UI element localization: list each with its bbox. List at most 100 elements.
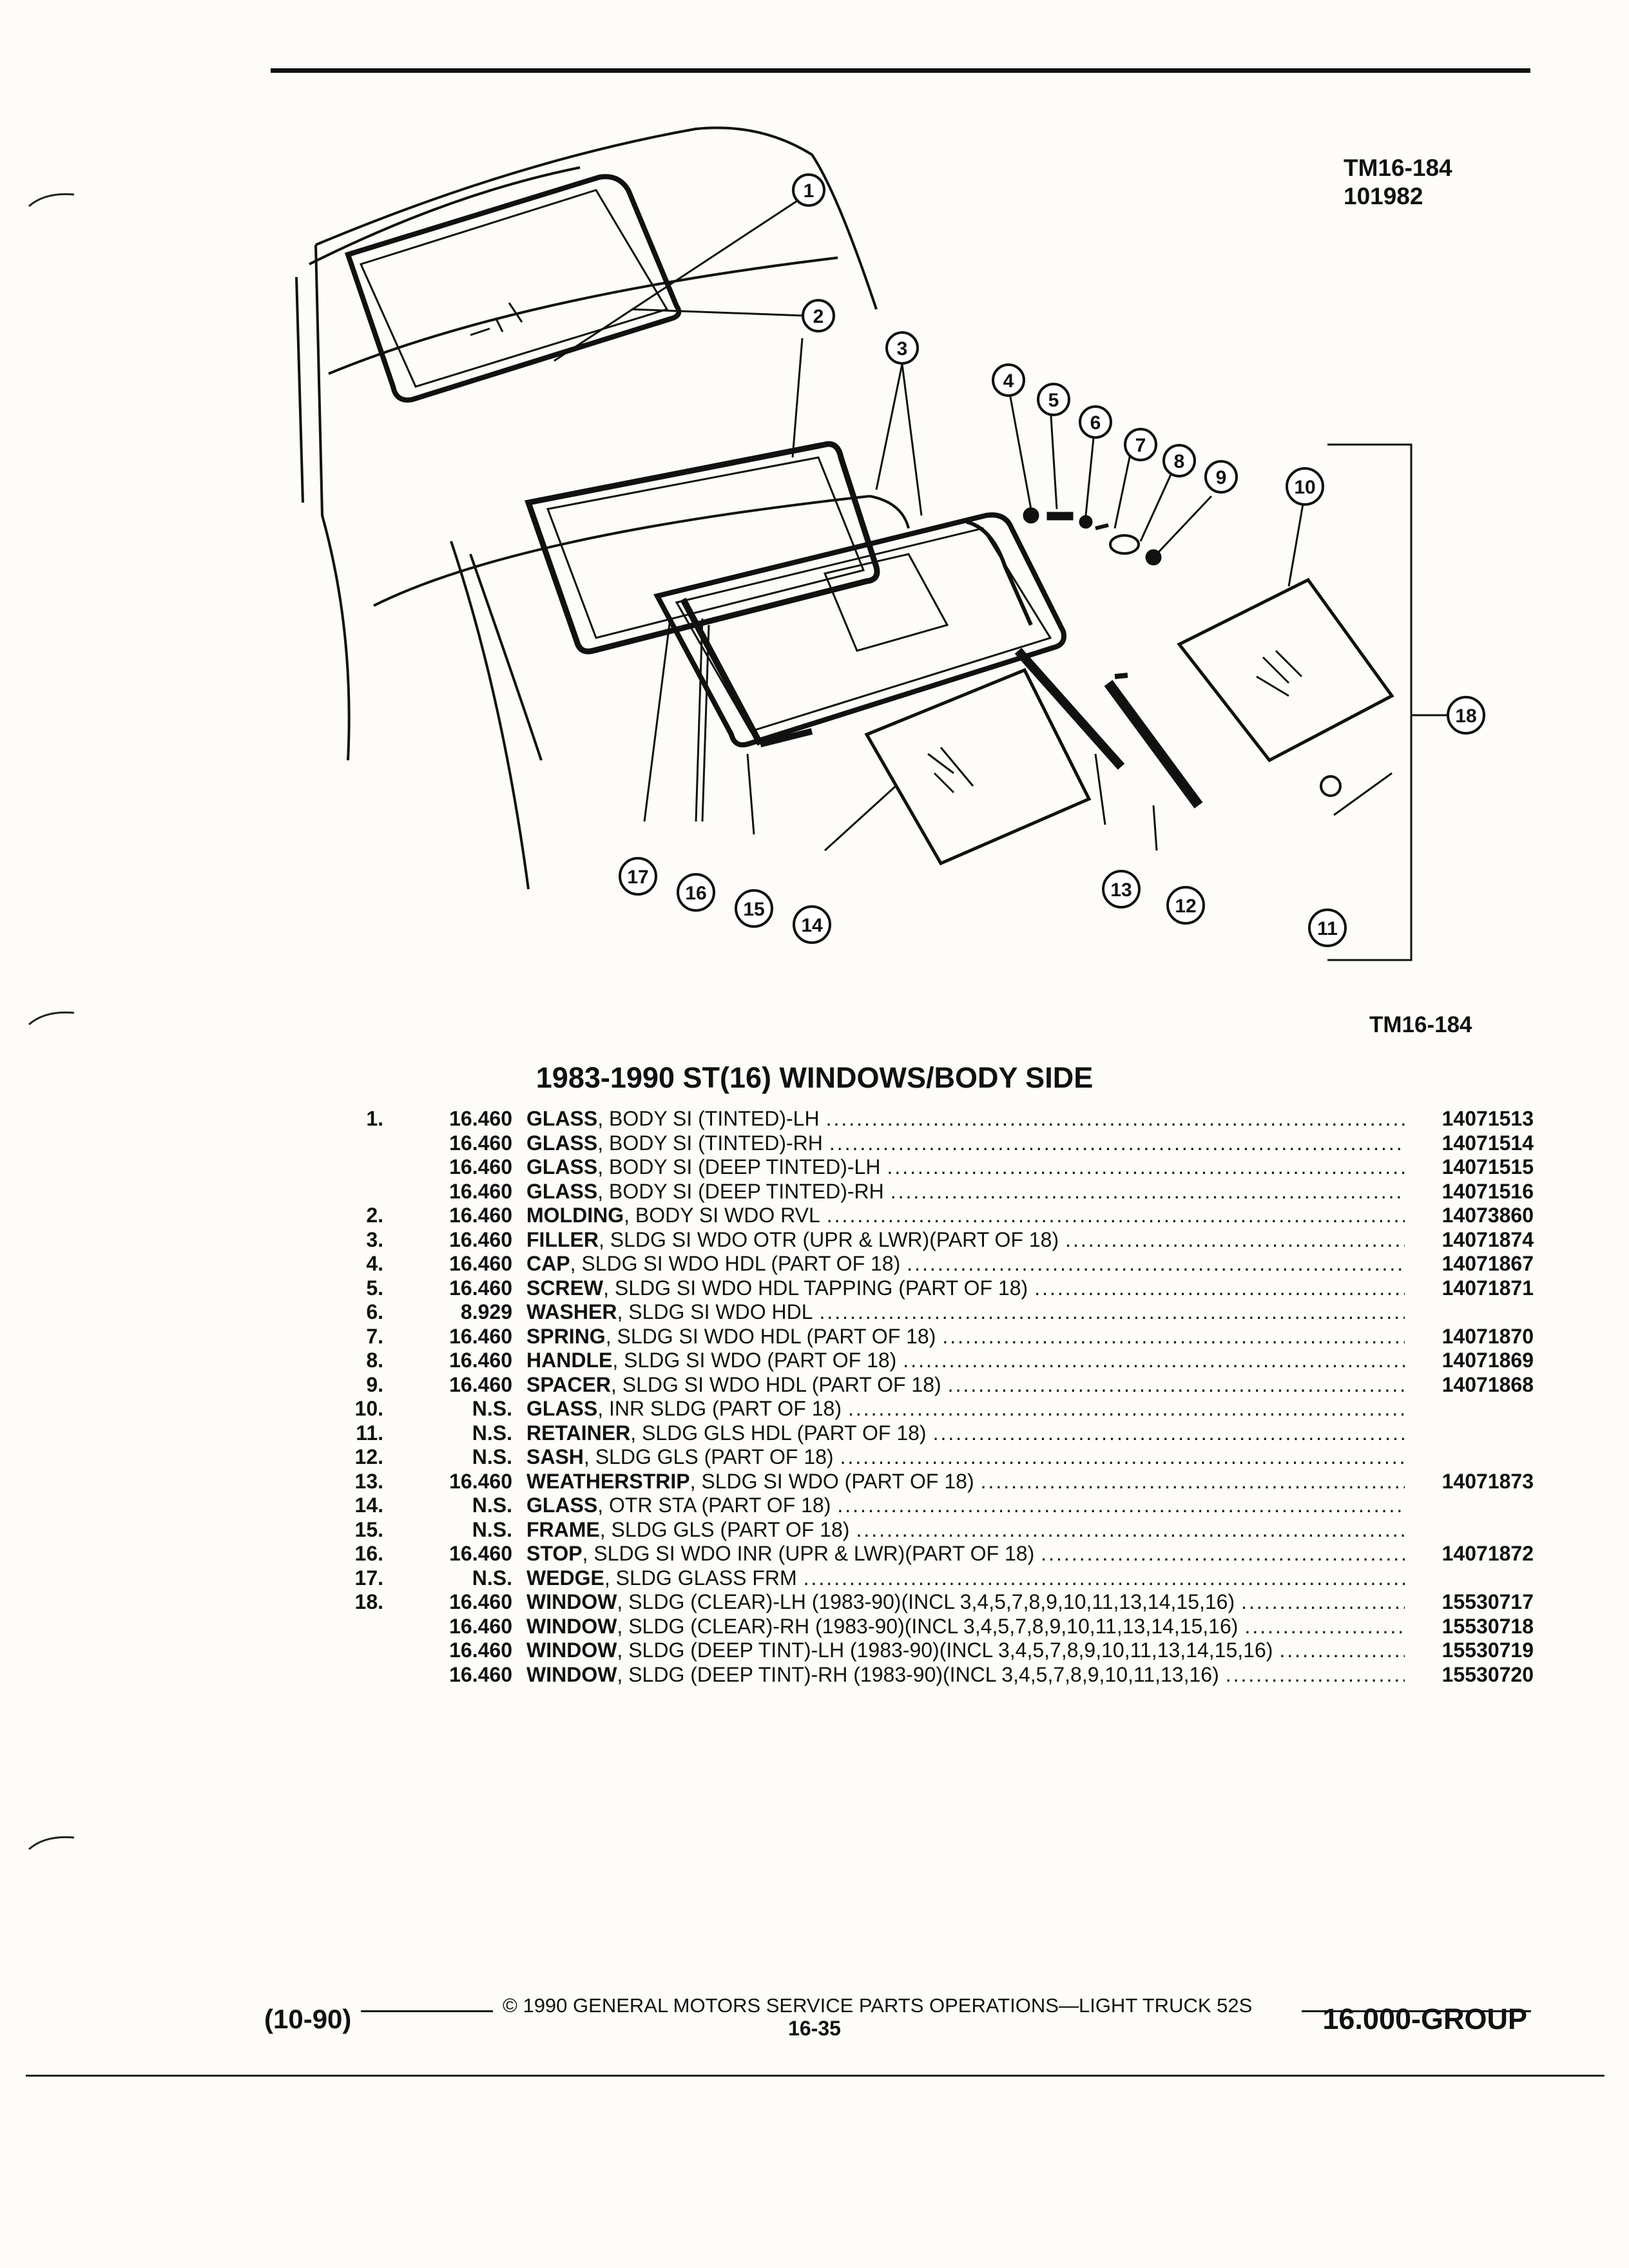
dot-leader xyxy=(804,1566,1405,1590)
group-number: 16.460 xyxy=(449,1252,512,1276)
part-description: SCREW, SLDG SI WDO HDL TAPPING (PART OF … xyxy=(526,1276,1411,1300)
part-description: RETAINER, SLDG GLS HDL (PART OF 18) xyxy=(526,1421,1411,1445)
part-name: MOLDING xyxy=(526,1204,624,1227)
callout-5: 5 xyxy=(1037,383,1070,416)
part-description: FILLER, SLDG SI WDO OTR (UPR & LWR)(PART… xyxy=(526,1228,1411,1252)
part-detail: , SLDG SI WDO OTR (UPR & LWR)(PART OF 18… xyxy=(598,1227,1059,1251)
handle-hardware xyxy=(1023,507,1342,797)
part-number: 15530717 xyxy=(1441,1590,1534,1614)
dot-leader xyxy=(891,1180,1405,1204)
part-name: HANDLE xyxy=(526,1349,613,1372)
dot-leader xyxy=(829,1131,1405,1155)
callout-12: 12 xyxy=(1166,886,1205,925)
callout-4: 4 xyxy=(992,363,1025,397)
item-number: 8. xyxy=(366,1349,383,1372)
margin-mark xyxy=(28,1011,75,1026)
parts-list-row: 11.N.S.RETAINER, SLDG GLS HDL (PART OF 1… xyxy=(342,1421,1534,1446)
part-description: SASH, SLDG GLS (PART OF 18) xyxy=(526,1445,1411,1469)
part-number: 15530720 xyxy=(1441,1662,1534,1686)
dot-leader xyxy=(942,1325,1405,1349)
part-name: CAP xyxy=(526,1252,570,1276)
item-number: 18. xyxy=(354,1590,383,1614)
part-name: WEATHERSTRIP xyxy=(526,1469,690,1493)
part-detail: , OTR STA (PART OF 18) xyxy=(597,1494,831,1517)
part-number: 14071874 xyxy=(1441,1227,1534,1251)
callout-16: 16 xyxy=(677,873,715,912)
dot-leader xyxy=(903,1349,1405,1372)
part-name: FRAME xyxy=(526,1517,600,1541)
part-description: GLASS, BODY SI (TINTED)-RH xyxy=(526,1131,1411,1155)
dot-leader xyxy=(887,1155,1405,1179)
callout-11: 11 xyxy=(1308,908,1347,947)
part-name: GLASS xyxy=(526,1397,598,1421)
part-description: SPACER, SLDG SI WDO HDL (PART OF 18) xyxy=(526,1373,1411,1397)
svg-text:6: 6 xyxy=(1090,412,1101,434)
parts-list-row: 16.460 WINDOW, SLDG (DEEP TINT)-RH (1983-… xyxy=(342,1663,1534,1687)
dot-leader xyxy=(840,1445,1405,1469)
item-number: 9. xyxy=(366,1372,383,1396)
parts-list-row: 10.N.S.GLASS, INR SLDG (PART OF 18) xyxy=(342,1397,1534,1421)
part-description: WINDOW, SLDG (DEEP TINT)-RH (1983-90)(IN… xyxy=(526,1663,1411,1687)
part-description: MOLDING, BODY SI WDO RVL xyxy=(526,1204,1411,1227)
footer-rule-left xyxy=(361,2010,493,2012)
svg-text:15: 15 xyxy=(743,899,764,920)
dot-leader xyxy=(933,1421,1405,1445)
part-number: 14071513 xyxy=(1441,1107,1534,1131)
part-number: 15530719 xyxy=(1441,1639,1534,1662)
item-number: 14. xyxy=(354,1494,383,1517)
parts-list-row: 14.N.S.GLASS, OTR STA (PART OF 18) xyxy=(342,1494,1534,1518)
inner-glass xyxy=(1177,577,1394,763)
item-number: 1. xyxy=(366,1107,383,1131)
callout-2: 2 xyxy=(802,299,835,332)
part-name: GLASS xyxy=(526,1107,598,1131)
svg-text:5: 5 xyxy=(1048,390,1059,411)
callout-6: 6 xyxy=(1079,405,1112,439)
part-detail: , SLDG SI WDO INR (UPR & LWR)(PART OF 18… xyxy=(582,1542,1035,1566)
part-detail: , SLDG SI WDO HDL (PART OF 18) xyxy=(605,1324,936,1348)
outer-glass xyxy=(864,668,1092,866)
group-number: 16.460 xyxy=(449,1349,512,1372)
margin-mark xyxy=(28,193,75,207)
item-number: 16. xyxy=(354,1542,383,1566)
part-number: 14071868 xyxy=(1441,1372,1534,1396)
part-name: GLASS xyxy=(526,1131,598,1155)
group-number: 16.460 xyxy=(449,1204,512,1227)
part-detail: , SLDG GLASS FRM xyxy=(604,1566,797,1590)
callout-7: 7 xyxy=(1124,428,1157,461)
page-number: 16-35 xyxy=(788,2017,841,2040)
dot-leader xyxy=(1065,1228,1405,1252)
part-name: WINDOW xyxy=(526,1639,617,1662)
svg-text:16: 16 xyxy=(685,883,706,904)
dot-leader xyxy=(907,1252,1405,1276)
group-number: 16.460 xyxy=(449,1227,512,1251)
part-number: 14071516 xyxy=(1441,1179,1534,1203)
part-description: CAP, SLDG SI WDO HDL (PART OF 18) xyxy=(526,1252,1411,1276)
group-number: 16.460 xyxy=(449,1324,512,1348)
callout-9: 9 xyxy=(1204,460,1238,494)
assembly-18-bracket xyxy=(1327,443,1450,961)
footer-rule-right xyxy=(1302,2010,1531,2012)
part-description: GLASS, INR SLDG (PART OF 18) xyxy=(526,1397,1411,1421)
callout-10: 10 xyxy=(1286,467,1324,506)
part-name: WINDOW xyxy=(526,1662,617,1686)
part-number: 14071870 xyxy=(1441,1324,1534,1348)
part-detail: , SLDG SI WDO HDL (PART OF 18) xyxy=(610,1372,941,1396)
svg-text:18: 18 xyxy=(1455,706,1476,727)
top-rule xyxy=(271,68,1530,73)
part-detail: , SLDG SI WDO HDL xyxy=(617,1300,813,1324)
item-number: 7. xyxy=(366,1324,383,1348)
group-number: 16.460 xyxy=(449,1662,512,1686)
group-number: 16.460 xyxy=(449,1542,512,1566)
item-number: 6. xyxy=(366,1300,383,1324)
dot-leader xyxy=(827,1204,1405,1227)
part-detail: , SLDG (CLEAR)-LH (1983-90)(INCL 3,4,5,7… xyxy=(617,1590,1235,1614)
leader-lines xyxy=(554,192,1393,852)
part-name: SPRING xyxy=(526,1324,606,1348)
